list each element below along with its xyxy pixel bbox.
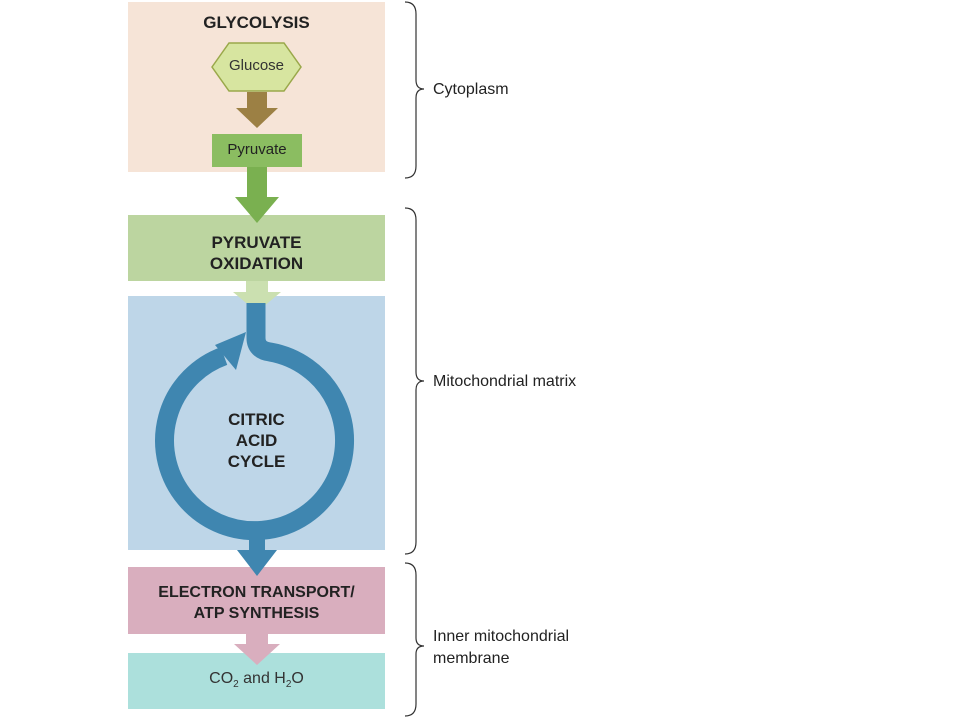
electron-transport-line1: ELECTRON TRANSPORT/ [158, 584, 355, 601]
electron-transport-panel [128, 567, 385, 634]
pyruvate-oxidation-text: PYRUVATE OXIDATION [128, 215, 385, 281]
pyruvate-box [212, 134, 302, 167]
mitochondrial-matrix-label: Mitochondrial matrix [433, 373, 577, 390]
glucose-hexagon [211, 42, 302, 92]
pyruvate-oxidation-line1: PYRUVATE [211, 233, 302, 252]
electron-transport-line2: ATP SYNTHESIS [193, 605, 320, 622]
matrix-brace [404, 207, 425, 555]
citric-acid-cycle-ring [155, 303, 355, 541]
pyruvate-to-oxidation-arrow [235, 167, 279, 223]
pyruvate-oxidation-line2: OXIDATION [209, 254, 304, 273]
cytoplasm-label: Cytoplasm [433, 81, 509, 98]
glycolysis-title: GLYCOLYSIS [203, 13, 310, 32]
electron-to-products-arrow [234, 634, 280, 665]
cycle-line2: ACID [235, 431, 278, 450]
glucose-to-pyruvate-arrow [236, 92, 278, 128]
citric-acid-cycle-text: CITRIC ACID CYCLE [128, 296, 385, 550]
inner-membrane-label-line1: Inner mitochondrial [433, 628, 570, 645]
oxidation-to-cycle-arrow [233, 281, 281, 312]
cycle-to-electron-arrow [237, 535, 277, 576]
cycle-arrowhead [215, 332, 246, 370]
pyruvate-oxidation-panel [128, 215, 385, 281]
cycle-line1: CITRIC [228, 410, 285, 429]
products-text: CO2 and H2O [128, 653, 385, 709]
electron-transport-text: ELECTRON TRANSPORT/ ATP SYNTHESIS [128, 567, 385, 634]
pyruvate-label: Pyruvate [227, 141, 287, 158]
cycle-line3: CYCLE [227, 452, 286, 471]
glycolysis-title-wrap: GLYCOLYSIS [128, 2, 385, 42]
cytoplasm-brace [404, 1, 425, 179]
glucose-label: Glucose [228, 57, 285, 74]
inner-membrane-brace [404, 562, 425, 717]
inner-membrane-label-line2: membrane [433, 650, 510, 667]
products-formula: CO2 and H2O [209, 670, 304, 691]
